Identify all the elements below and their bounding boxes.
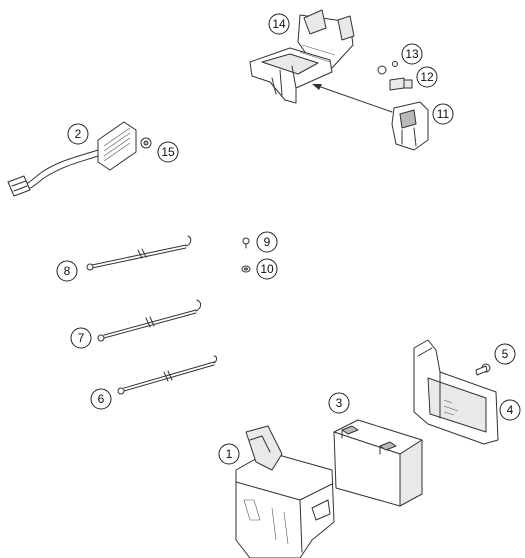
part-2-regulator (7, 121, 137, 197)
callout-13: 13 (401, 43, 423, 65)
callout-5: 5 (494, 343, 516, 365)
part-14-cover (249, 9, 355, 104)
callout-15: 15 (157, 141, 179, 163)
callout-7: 7 (70, 327, 92, 349)
callout-9-label: 9 (264, 235, 271, 249)
part-11-clip (391, 101, 429, 151)
part-5-screw (475, 363, 491, 376)
callout-15-label: 15 (161, 145, 175, 159)
part-13-nut (377, 61, 398, 75)
callout-8-label: 8 (64, 264, 71, 278)
callout-10-label: 10 (260, 262, 274, 276)
callout-1: 1 (218, 443, 240, 465)
callout-2: 2 (67, 123, 89, 145)
callout-11: 11 (432, 103, 454, 125)
part-1-battery-box (235, 425, 335, 558)
callout-3-label: 3 (336, 396, 343, 410)
callout-13-label: 13 (405, 47, 419, 61)
callout-12-label: 12 (420, 70, 434, 84)
callout-7-label: 7 (78, 331, 85, 345)
part-7-cable (97, 299, 202, 342)
callout-6-label: 6 (98, 392, 105, 406)
part-10-washer (241, 265, 251, 273)
callout-2-label: 2 (75, 127, 82, 141)
part-12-pad (389, 77, 413, 91)
callout-4: 4 (499, 399, 521, 421)
callout-4-label: 4 (507, 403, 514, 417)
callout-14: 14 (268, 13, 290, 35)
callout-5-label: 5 (502, 347, 509, 361)
callout-9: 9 (256, 231, 278, 253)
part-9-screw (242, 237, 250, 249)
part-3-battery (333, 419, 423, 507)
callout-10: 10 (256, 258, 278, 280)
callout-1-label: 1 (226, 447, 233, 461)
callout-6: 6 (90, 388, 112, 410)
callout-14-label: 14 (272, 17, 286, 31)
callout-11-label: 11 (437, 107, 450, 121)
callout-12: 12 (416, 66, 438, 88)
part-8-cable (86, 235, 192, 271)
assembly-arrow (312, 84, 393, 113)
part-4-bracket (413, 339, 499, 445)
callout-3: 3 (328, 392, 350, 414)
callout-8: 8 (56, 260, 78, 282)
part-15-bolt (140, 137, 152, 149)
part-6-cable (117, 355, 218, 395)
